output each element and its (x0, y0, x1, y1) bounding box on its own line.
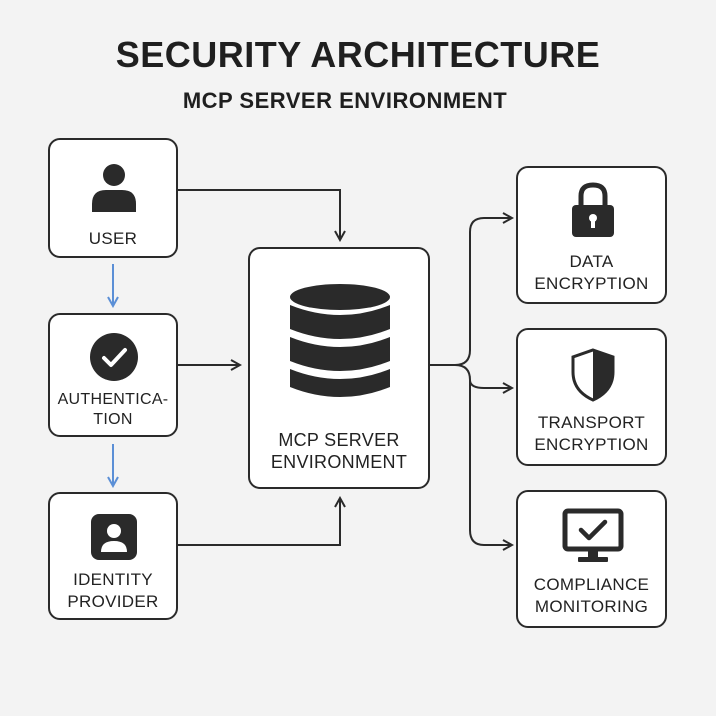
authentication-node: AUTHENTICA- TION (48, 313, 178, 437)
database-icon (290, 284, 390, 397)
data-encryption-label-line2: ENCRYPTION (534, 274, 649, 293)
transport-encryption-label-line1: TRANSPORT (537, 413, 646, 432)
identity-provider-node: IDENTITY PROVIDER (48, 492, 178, 620)
shield-icon (571, 348, 615, 402)
data-encryption-label-line1: DATA (569, 252, 614, 271)
diagram-subtitle: MCP SERVER ENVIRONMENT (182, 88, 508, 113)
transport-encryption-node: TRANSPORT ENCRYPTION (516, 328, 667, 466)
authentication-label-line2: TION (93, 411, 133, 428)
arrow-user-to-server (178, 189, 340, 240)
compliance-monitoring-node: COMPLIANCE MONITORING (516, 490, 667, 628)
identity-provider-label-line2: PROVIDER (67, 592, 159, 611)
mcp-server-label-line2: ENVIRONMENT (270, 452, 408, 472)
transport-encryption-label-line2: ENCRYPTION (534, 435, 649, 454)
user-node: USER (48, 138, 178, 258)
user-icon (92, 164, 136, 212)
compliance-monitoring-label-line1: COMPLIANCE (533, 575, 650, 594)
data-encryption-node: DATA ENCRYPTION (516, 166, 667, 304)
user-label: USER (88, 229, 138, 248)
lock-icon (572, 182, 614, 237)
authentication-label-line1: AUTHENTICA- (57, 391, 169, 408)
arrow-server-to-transport-encryption (454, 364, 512, 388)
mcp-server-label-line1: MCP SERVER (278, 430, 400, 450)
arrow-idp-to-server (178, 498, 340, 546)
monitor-check-icon (562, 508, 624, 562)
compliance-monitoring-label-line2: MONITORING (534, 597, 649, 616)
mcp-server-node: MCP SERVER ENVIRONMENT (248, 247, 430, 489)
id-badge-icon (91, 514, 137, 560)
identity-provider-label-line1: IDENTITY (73, 570, 153, 589)
check-circle-icon (90, 333, 138, 381)
arrow-server-to-compliance (469, 380, 512, 545)
diagram-title: SECURITY ARCHITECTURE (115, 34, 601, 75)
arrow-server-to-data-encryption (430, 218, 512, 366)
